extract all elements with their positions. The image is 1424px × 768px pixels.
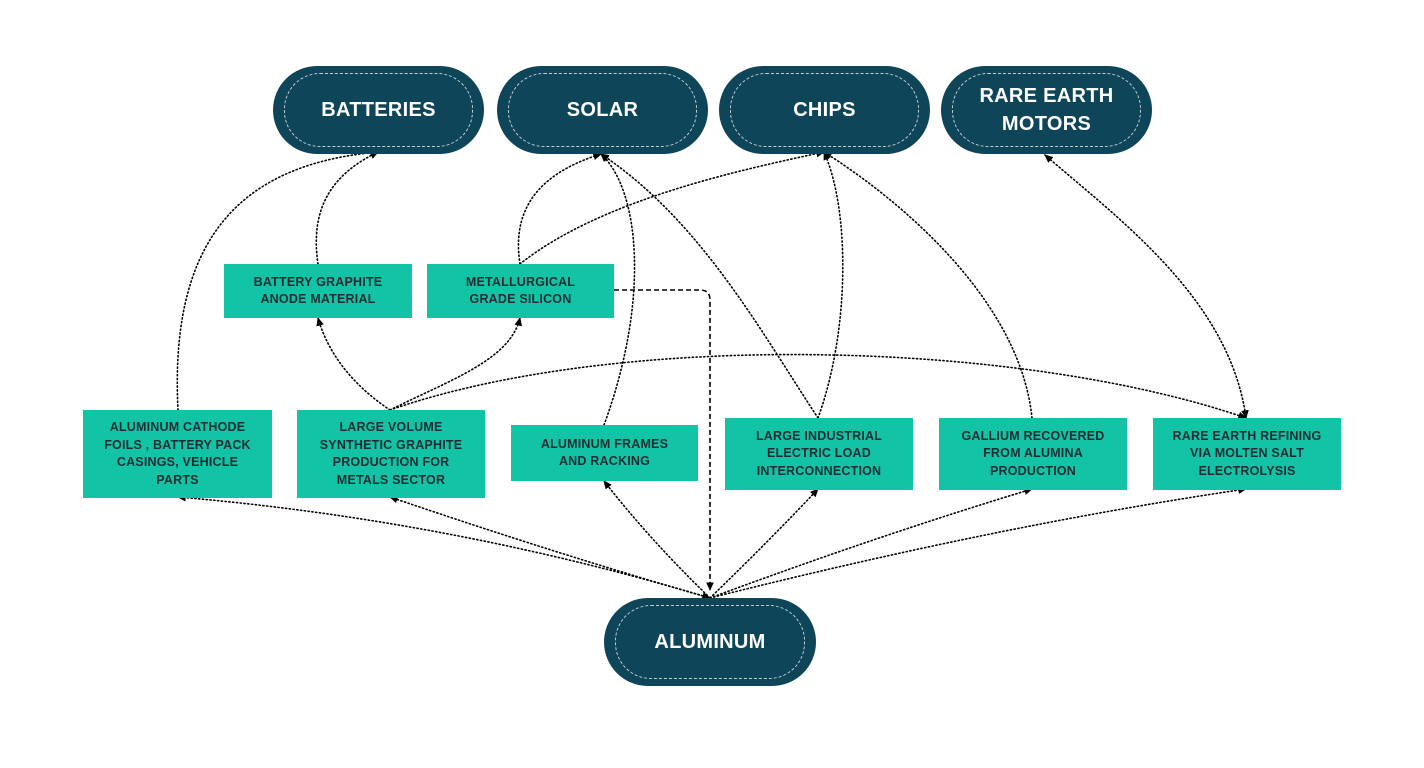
- node-gallium: GALLIUM RECOVERED FROM ALUMINA PRODUCTIO…: [939, 418, 1127, 490]
- node-solar-label: SOLAR: [566, 99, 639, 121]
- node-rare-earth-refining-label: RARE EARTH REFINING VIA MOLTEN SALT ELEC…: [1172, 428, 1322, 478]
- link-aluminum-gallium: [709, 487, 1033, 599]
- link-rare-earth-refining-motors: [1044, 154, 1249, 419]
- node-battery-graphite: BATTERY GRAPHITE ANODE MATERIAL: [224, 264, 412, 318]
- node-synthetic-graphite: LARGE VOLUME SYNTHETIC GRAPHITE PRODUCTI…: [297, 410, 485, 498]
- node-gallium-label: GALLIUM RECOVERED FROM ALUMINA PRODUCTIO…: [961, 428, 1105, 478]
- node-chips: CHIPS: [719, 66, 930, 154]
- link-aluminum-frames-racking: [603, 480, 711, 599]
- link-gallium-chips: [823, 151, 1033, 419]
- node-synthetic-graphite-label: LARGE VOLUME SYNTHETIC GRAPHITE PRODUCTI…: [319, 420, 463, 487]
- link-aluminum-synthetic-graphite: [389, 495, 711, 599]
- node-frames-racking-label: ALUMINUM FRAMES AND RACKING: [540, 436, 669, 469]
- node-electric-load-label: LARGE INDUSTRIAL ELECTRIC LOAD INTERCONN…: [755, 428, 883, 478]
- node-batteries-label: BATTERIES: [321, 99, 436, 121]
- link-synthetic-graphite-battery-graphite: [316, 317, 391, 411]
- node-solar: SOLAR: [497, 66, 708, 154]
- link-metallurgical-silicon-chips: [519, 149, 825, 265]
- link-battery-graphite-batteries: [315, 151, 379, 265]
- link-synthetic-graphite-metallurgical-silicon: [389, 317, 522, 411]
- node-rare-earth-refining: RARE EARTH REFINING VIA MOLTEN SALT ELEC…: [1153, 418, 1341, 490]
- link-electric-load-chips: [817, 151, 844, 419]
- node-frames-racking: ALUMINUM FRAMES AND RACKING: [511, 425, 698, 481]
- node-batteries: BATTERIES: [273, 66, 484, 154]
- node-battery-graphite-label: BATTERY GRAPHITE ANODE MATERIAL: [253, 274, 383, 307]
- link-synthetic-graphite-rare-earth-refining: [389, 353, 1247, 420]
- node-cathode-foils: ALUMINUM CATHODE FOILS , BATTERY PACK CA…: [83, 410, 272, 498]
- node-chips-label: CHIPS: [793, 99, 856, 121]
- node-metallurgical-silicon: METALLURGICAL GRADE SILICON: [427, 264, 614, 318]
- node-rare-earth-motors-label: RARE EARTH MOTORS: [979, 85, 1114, 135]
- link-aluminum-rare-earth-refining: [709, 486, 1247, 599]
- link-frames-racking-solar: [600, 153, 636, 426]
- link-aluminum-cathode-foils: [177, 493, 711, 600]
- link-electric-load-solar: [600, 153, 819, 419]
- node-metallurgical-silicon-label: METALLURGICAL GRADE SILICON: [465, 274, 576, 307]
- link-aluminum-electric-load: [709, 488, 819, 599]
- node-cathode-foils-label: ALUMINUM CATHODE FOILS , BATTERY PACK CA…: [104, 420, 251, 487]
- node-aluminum: ALUMINUM: [604, 598, 816, 686]
- node-aluminum-label: ALUMINUM: [654, 631, 766, 653]
- link-cathode-foils-batteries: [176, 148, 379, 411]
- link-metallurgical-silicon-solar: [517, 152, 602, 265]
- node-electric-load: LARGE INDUSTRIAL ELECTRIC LOAD INTERCONN…: [725, 418, 913, 490]
- node-rare-earth-motors: RARE EARTH MOTORS: [941, 66, 1152, 154]
